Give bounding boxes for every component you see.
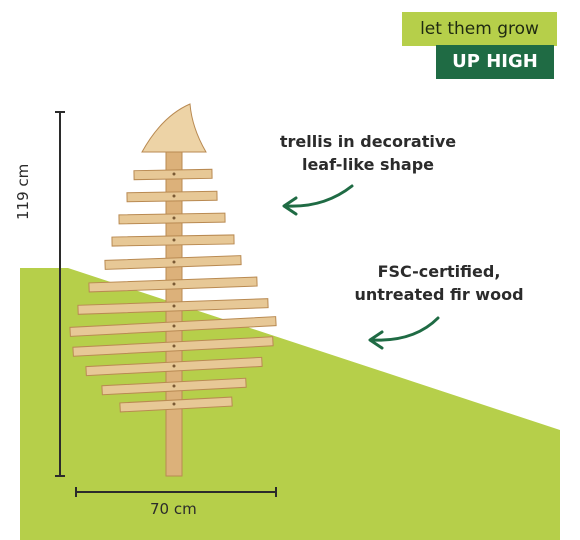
ground-background xyxy=(20,268,560,540)
headline-badge: UP HIGH xyxy=(436,45,554,79)
material-callout: FSC-certified, untreated fir wood xyxy=(346,260,532,306)
tagline-badge: let them grow xyxy=(402,12,557,46)
width-label: 70 cm xyxy=(150,500,197,518)
arrow-icon xyxy=(368,330,384,350)
height-dimension-line xyxy=(55,111,65,477)
arrow-icon xyxy=(282,196,298,216)
shape-callout-line: trellis in decorative xyxy=(279,132,457,151)
shape-callout: trellis in decorative leaf-like shape xyxy=(270,130,466,176)
trellis-illustration xyxy=(69,103,277,477)
material-callout-line: untreated fir wood xyxy=(354,285,524,304)
width-dimension-line xyxy=(75,487,277,497)
material-callout-line: FSC-certified, xyxy=(377,262,501,281)
arrow-icon xyxy=(370,316,440,342)
arrow-icon xyxy=(284,184,354,208)
shape-callout-line: leaf-like shape xyxy=(301,155,435,174)
height-label: 119 cm xyxy=(14,163,32,220)
